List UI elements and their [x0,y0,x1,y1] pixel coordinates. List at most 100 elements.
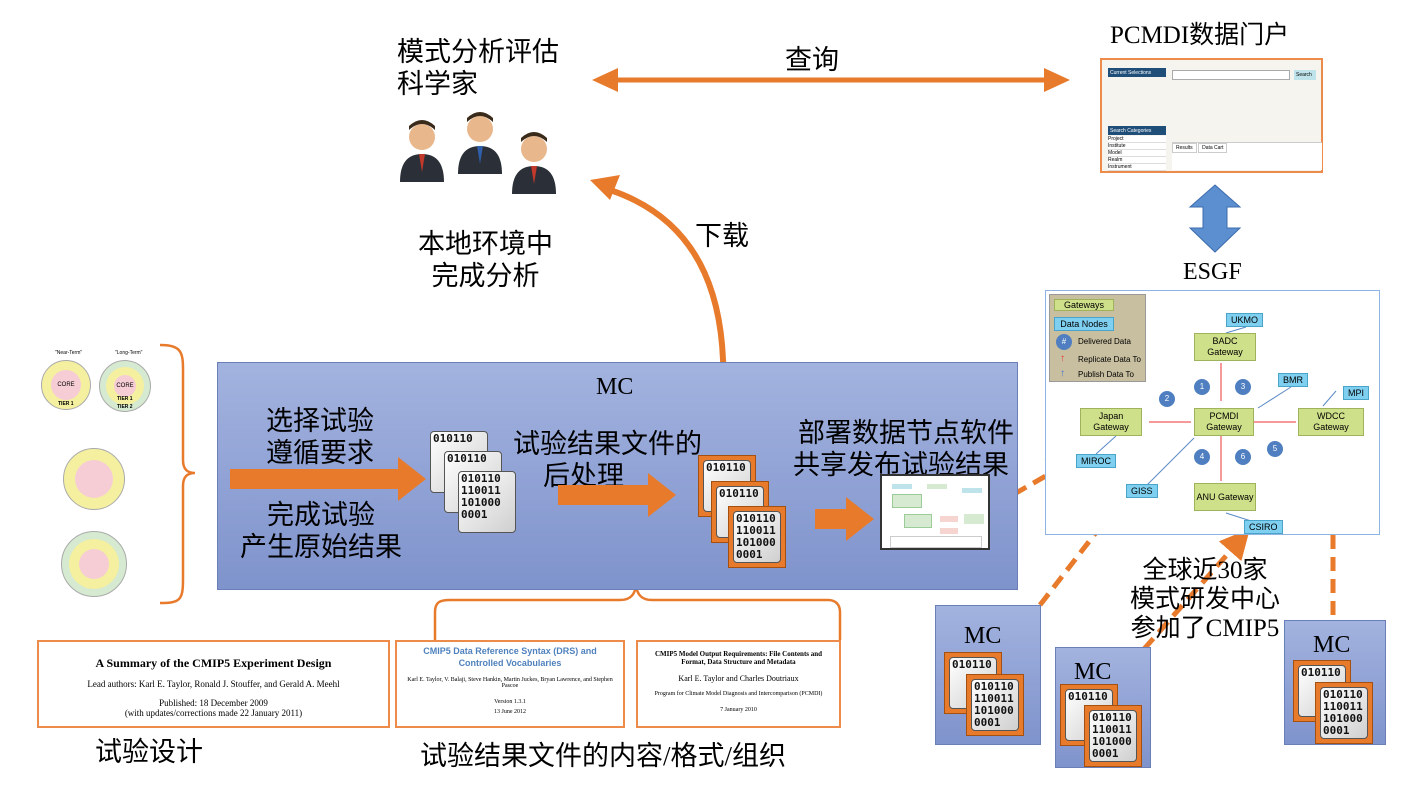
doc-title: A Summary of the CMIP5 Experiment Design [95,656,332,670]
delivered-badge: 5 [1267,441,1283,457]
portal-title: PCMDI数据门户 [1110,22,1290,49]
gateway-anu: ANU Gateway [1194,483,1256,511]
legend-delivered: Delivered Data [1078,337,1131,346]
binary-1: 110011 [1092,723,1132,736]
doc-experiment-design[interactable]: A Summary of the CMIP5 Experiment Design… [37,640,390,728]
binary-1: 110011 [461,484,501,497]
binary-2: 101000 [1092,735,1132,748]
doc-output-requirements[interactable]: CMIP5 Model Output Requirements: File Co… [636,640,841,728]
esgf-links [1095,326,1337,522]
scientists-title-line2: 科学家 [397,69,478,99]
step3-label: 试验结果文件的后处理 [513,428,702,492]
doc-line4: (with updates/corrections made 22 Januar… [124,708,303,718]
legend-replicate: Replicate Data To [1078,355,1141,364]
doc-title: CMIP5 Data Reference Syntax (DRS) and Co… [423,646,597,668]
node-ukmo: UKMO [1226,313,1263,327]
tier-circle [63,448,125,510]
gateway-badc: BADC Gateway [1194,333,1256,361]
doc-drs[interactable]: CMIP5 Data Reference Syntax (DRS) and Co… [395,640,625,728]
gateway-pcmdi: PCMDI Gateway [1194,408,1254,436]
esgf-label: ESGF [1183,259,1242,285]
step1-label: 选择试验遵循要求 [266,405,374,469]
global-line2: 模式研发中心 [1129,586,1280,613]
core-label: CORE [114,375,136,397]
global-line1: 全球近30家 [1142,557,1268,584]
download-label: 下载 [695,221,749,251]
binary-3: 0001 [461,508,488,521]
binary-2: 101000 [974,704,1014,717]
binary-1: 110011 [974,692,1014,705]
scientists-icon-group [395,112,565,202]
tab-data-cart[interactable]: Data Cart [1198,143,1228,153]
binary-0: 010110 [433,432,473,445]
step1-line2: 遵循要求 [266,438,374,468]
node-miroc: MIROC [1076,454,1116,468]
node-csiro: CSIRO [1244,520,1283,534]
step2-line2: 产生原始结果 [240,532,402,562]
people-icon [400,112,556,194]
binary-3: 0001 [1092,747,1119,760]
binary-1: 110011 [1323,700,1363,713]
category-item[interactable]: Realm [1108,157,1166,164]
scientists-title: 模式分析评估 科学家 [397,36,559,100]
legend-gateways: Gateways [1054,299,1114,311]
current-selections: Current Selections [1108,68,1166,77]
bracket-left [159,343,196,605]
esgf-diagram: Gateways Data Nodes # Delivered Data ↑ R… [1045,290,1380,535]
doc-line4: 7 January 2010 [720,707,757,713]
binary-0: 010110 [1092,711,1132,724]
category-list: Project Institute Model Realm Instrument [1108,136,1166,171]
tier1-label: TIER 1 [117,396,133,402]
portal-thumbnail[interactable]: Current Selections Search Search Categor… [1100,58,1323,173]
binary-3: 0001 [974,716,1001,729]
design-label: 试验设计 [95,737,203,767]
core-label: CORE [51,370,81,400]
global-line3: 参加了CMIP5 [1130,615,1280,642]
brace-bottom [433,584,842,640]
global-label: 全球近30家模式研发中心参加了CMIP5 [1120,556,1290,643]
long-term-label: "Long-Term" [115,350,143,356]
tier-circle: CORE [41,360,91,410]
gateway-japan: Japan Gateway [1080,408,1142,436]
legend-data-nodes: Data Nodes [1054,317,1114,331]
binary-0: 010110 [736,512,776,525]
blue-arrow-icon: ↑ [1060,368,1065,379]
near-term-label: "Near-Term" [55,350,83,356]
category-item[interactable]: Instrument [1108,164,1166,171]
category-item[interactable]: Institute [1108,143,1166,150]
tier1-label: TIER 1 [58,401,74,407]
binary-0: 010110 [447,452,487,465]
data-node-software-thumbnail [880,474,990,550]
step4-line1: 部署数据节点软件 [798,418,1014,448]
category-item[interactable]: Model [1108,150,1166,157]
step1-line1: 选择试验 [266,406,374,436]
local-line2: 完成分析 [431,261,540,291]
binary-0: 010110 [461,472,501,485]
binary-0: 010110 [974,680,1014,693]
doc-title: CMIP5 Model Output Requirements: File Co… [654,650,823,666]
query-label: 查询 [785,45,839,75]
tab-results[interactable]: Results [1172,143,1197,153]
delivered-badge: 4 [1194,449,1210,465]
local-line1: 本地环境中 [418,229,553,259]
delivered-badge: 2 [1159,391,1175,407]
delivered-badge: 3 [1235,379,1251,395]
results-panel: Results Data Cart [1172,142,1322,170]
step2-line1: 完成试验 [267,500,375,530]
process-arrows [230,457,874,541]
portal-search-button[interactable]: Search [1294,70,1316,80]
node-mpi: MPI [1343,386,1370,400]
portal-search-input[interactable] [1172,70,1290,80]
category-item[interactable]: Project [1108,136,1166,143]
doc-line3: Published: 18 December 2009 [159,698,268,708]
step2-label: 完成试验产生原始结果 [240,499,402,563]
binary-0: 010110 [1068,690,1108,703]
